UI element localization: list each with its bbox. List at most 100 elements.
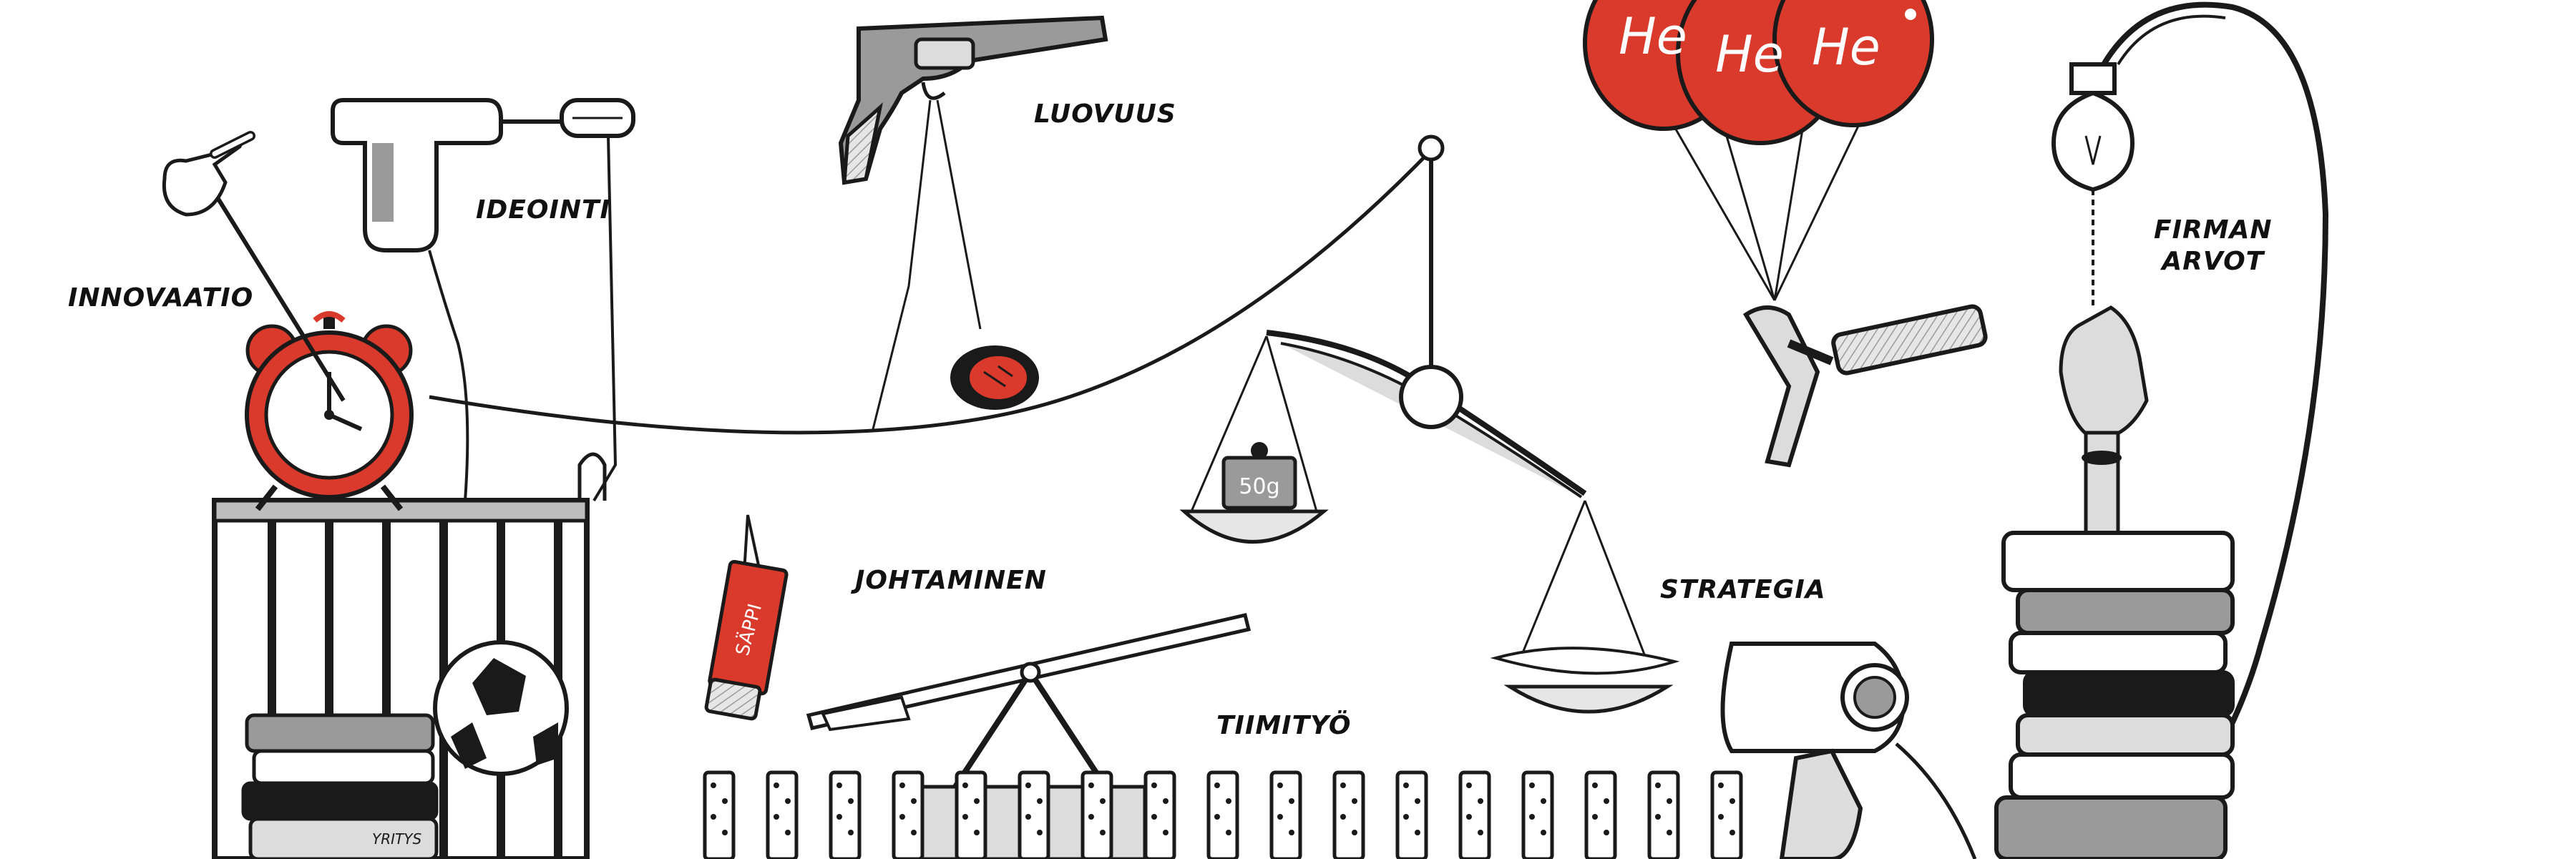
domino-pip (1592, 782, 1598, 788)
domino-pip (899, 814, 905, 820)
domino (892, 770, 924, 859)
domino-pip (962, 782, 968, 788)
domino (1332, 770, 1365, 859)
balloon-label-1: He (1619, 7, 1687, 66)
domino-pip (1037, 830, 1043, 835)
domino-pip (1403, 782, 1409, 788)
domino-pip (722, 798, 728, 804)
domino-pip (1289, 830, 1294, 835)
balloon-label-2: He (1715, 25, 1784, 84)
hair-dryer-icon (1720, 642, 1977, 859)
domino-pip (1037, 798, 1043, 804)
domino-pip (911, 798, 917, 804)
revolver-icon (838, 15, 1108, 430)
domino-pip (1340, 814, 1346, 820)
domino-pip (1403, 814, 1409, 820)
domino-pip (836, 782, 842, 788)
domino (766, 770, 799, 859)
domino-pip (1340, 782, 1346, 788)
domino (1458, 770, 1491, 859)
domino-pip (1088, 782, 1094, 788)
domino-pip (1163, 830, 1169, 835)
domino (829, 770, 862, 859)
alarm-clock-icon (245, 311, 414, 511)
light-bulb-icon (2051, 1, 2329, 859)
domino-pip (848, 798, 854, 804)
hammer-icon (1742, 304, 1988, 468)
domino-pip (1478, 830, 1483, 835)
balance-scale-icon (1179, 330, 1680, 714)
domino-pip (1592, 814, 1598, 820)
pulley-top (1418, 134, 1445, 162)
label-johtaminen: JOHTAMINEN (855, 566, 1047, 595)
domino-pip (1415, 798, 1420, 804)
domino-pip (1541, 830, 1546, 835)
label-luovuus: LUOVUUS (1034, 99, 1176, 129)
domino (1143, 770, 1176, 859)
domino-pip (1277, 782, 1283, 788)
domino-pip (785, 798, 791, 804)
robot-hand-icon (2059, 305, 2149, 535)
domino-pip (1151, 782, 1157, 788)
domino-pip (1604, 798, 1609, 804)
domino-pip (848, 830, 854, 835)
domino-pip (1415, 830, 1420, 835)
domino-pip (836, 814, 842, 820)
domino-pip (911, 830, 917, 835)
domino-pip (1478, 798, 1483, 804)
domino-pip (1667, 830, 1672, 835)
domino (1395, 770, 1428, 859)
domino-pip (1729, 798, 1735, 804)
books-icon (1994, 531, 2235, 859)
domino-pip (1718, 782, 1724, 788)
domino-pip (1529, 814, 1535, 820)
domino-pip (1529, 782, 1535, 788)
hand-mixer-icon (331, 98, 635, 502)
domino-pip (1466, 814, 1472, 820)
pointing-hand-icon (162, 131, 346, 402)
balloon-label-3: He (1812, 18, 1880, 77)
domino-pip (1466, 782, 1472, 788)
domino (1647, 770, 1680, 859)
domino-pip (711, 782, 716, 788)
domino-pip (774, 782, 779, 788)
domino-icon (703, 770, 1743, 859)
domino-pip (785, 830, 791, 835)
domino-pip (1025, 782, 1031, 788)
domino-pip (1352, 830, 1357, 835)
label-firman: FIRMAN (2154, 215, 2273, 245)
domino-pip (974, 798, 980, 804)
domino (1206, 770, 1239, 859)
domino (1018, 770, 1050, 859)
book-spine-text: YRITYS (372, 830, 421, 848)
yoyo-icon (950, 345, 1039, 410)
domino-pip (1226, 830, 1231, 835)
domino-pip (1088, 814, 1094, 820)
helium-balloon-icon (1583, 0, 1934, 301)
domino (703, 770, 736, 859)
domino (1269, 770, 1302, 859)
domino-pip (974, 830, 980, 835)
domino-pip (1667, 798, 1672, 804)
toothpaste-tube-icon (704, 514, 789, 721)
domino-pip (1277, 814, 1283, 820)
domino-pip (774, 814, 779, 820)
domino-pip (1718, 814, 1724, 820)
label-firman-arvot: FIRMAN ARVOT (2154, 215, 2273, 278)
domino-pip (711, 814, 716, 820)
domino-pip (1604, 830, 1609, 835)
domino-pip (1151, 814, 1157, 820)
domino-pip (1163, 798, 1169, 804)
domino-pip (1100, 830, 1106, 835)
label-arvot: ARVOT (2162, 247, 2265, 276)
domino (1710, 770, 1743, 859)
domino (1584, 770, 1617, 859)
label-strategia: STRATEGIA (1660, 575, 1826, 604)
label-tiimityo: TIIMITYÖ (1216, 711, 1352, 740)
football-icon (433, 640, 569, 776)
domino-pip (1100, 798, 1106, 804)
domino-pip (1541, 798, 1546, 804)
domino-pip (1214, 782, 1220, 788)
weight-label: 50g (1239, 474, 1279, 499)
